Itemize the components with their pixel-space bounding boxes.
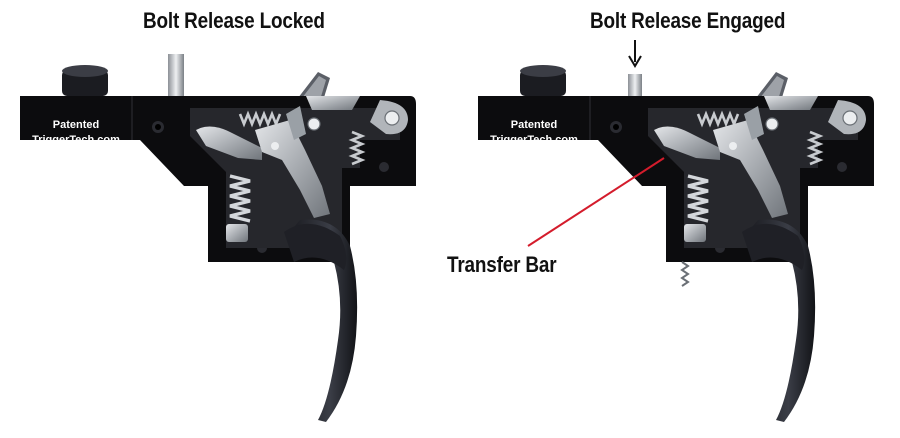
brand-line2-left: TriggerTech.com <box>32 134 120 146</box>
left-caption: Bolt Release Locked <box>143 8 325 33</box>
brand-line1-left: Patented <box>53 119 99 131</box>
brand-line2-right: TriggerTech.com <box>490 134 578 146</box>
brand-line1-right: Patented <box>511 119 557 131</box>
transfer-bar-label: Transfer Bar <box>447 252 557 277</box>
down-arrow-icon <box>628 40 642 68</box>
trigger-right: Patented TriggerTech.com <box>476 63 876 424</box>
trigger-left: Patented TriggerTech.com <box>18 54 418 424</box>
callout-line <box>527 157 665 247</box>
right-caption: Bolt Release Engaged <box>590 8 786 33</box>
